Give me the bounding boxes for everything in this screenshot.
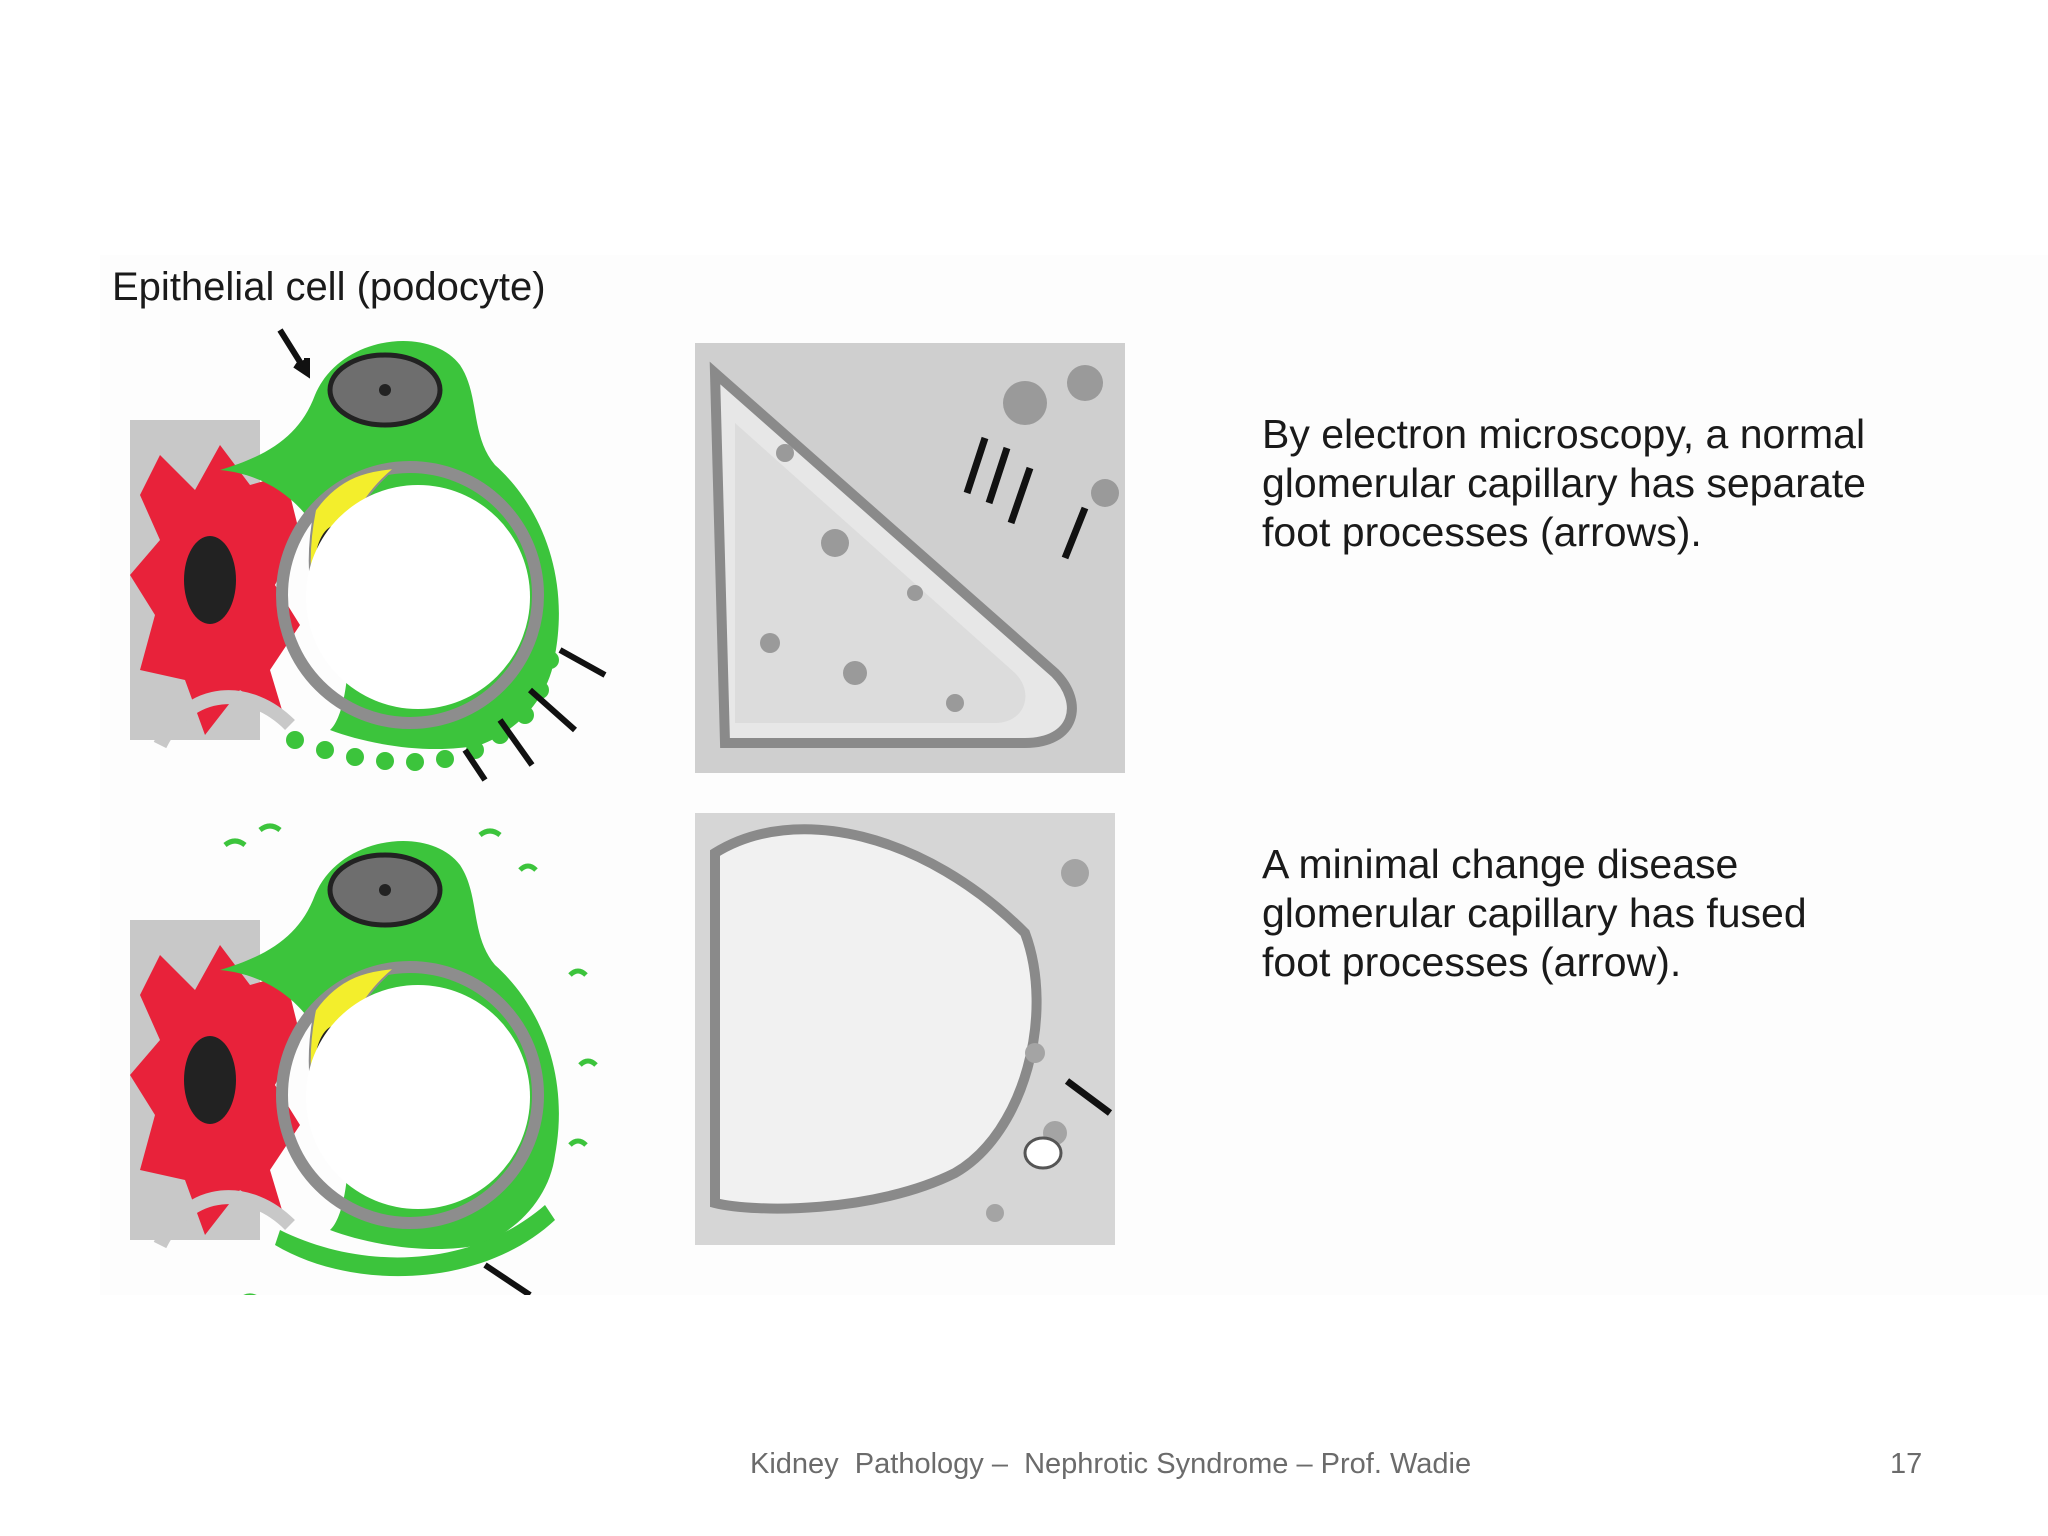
foot-process-arrows xyxy=(963,436,1089,560)
tissue-noise xyxy=(986,859,1089,1222)
lower-mesangial-edge xyxy=(153,690,295,749)
capillary-lumen xyxy=(306,485,530,709)
caption-normal-capillary: By electron microscopy, a normal glomeru… xyxy=(1262,410,2022,557)
lower-mesangial-edge xyxy=(153,1190,295,1249)
slide-number: 17 xyxy=(1890,1448,1923,1480)
podocyte-nucleolus xyxy=(379,384,391,396)
mesangial-nucleus xyxy=(184,1036,236,1124)
basement-membrane xyxy=(276,461,544,729)
vesicle xyxy=(1023,1136,1063,1170)
arrows xyxy=(277,328,607,782)
caption-minimal-change-disease: A minimal change disease glomerular capi… xyxy=(1262,840,2022,987)
detached-fragments xyxy=(223,823,598,1295)
diagram-title: Epithelial cell (podocyte) xyxy=(112,265,546,309)
podocyte-nucleolus xyxy=(379,884,391,896)
basement-membrane xyxy=(276,961,544,1229)
tissue-noise xyxy=(760,365,1119,712)
capillary-lumen xyxy=(306,985,530,1209)
caption-line: foot processes (arrow). xyxy=(1262,939,1682,985)
micrograph-mcd xyxy=(695,813,1115,1245)
capillary-lumen-texture xyxy=(735,423,1026,723)
capillary-diagrams xyxy=(130,328,607,1295)
slide-footer: Kidney Pathology – Nephrotic Syndrome – … xyxy=(750,1448,1472,1480)
caption-line: By electron microscopy, a normal xyxy=(1262,411,1866,457)
caption-line: A minimal change disease xyxy=(1262,841,1739,887)
fused-foot-processes xyxy=(275,1205,555,1277)
arrows xyxy=(483,1262,532,1295)
mcd-capillary-diagram xyxy=(130,823,598,1295)
micrograph-normal xyxy=(695,343,1125,773)
figure: Epithelial cell (podocyte) xyxy=(100,255,2048,1295)
caption-line: glomerular capillary has fused xyxy=(1262,890,1807,936)
normal-capillary-diagram xyxy=(130,328,607,782)
caption-line: glomerular capillary has separate xyxy=(1262,460,1866,506)
mesangial-nucleus xyxy=(184,536,236,624)
fused-foot-process-arrow xyxy=(1064,1078,1113,1116)
caption-line: foot processes (arrows). xyxy=(1262,509,1702,555)
